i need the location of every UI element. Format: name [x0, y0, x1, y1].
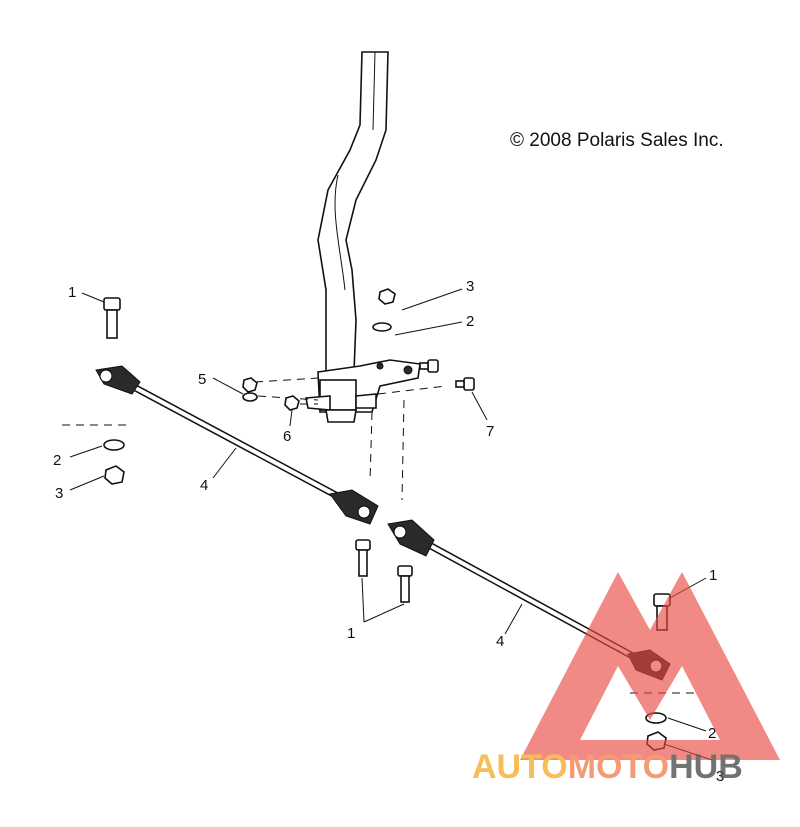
- callout-washer-top: 2: [466, 313, 474, 330]
- callout-tie-rod-left: 4: [200, 477, 208, 494]
- copyright-text: © 2008 Polaris Sales Inc.: [510, 130, 724, 151]
- nut-center: [284, 395, 300, 411]
- steering-post: [305, 51, 421, 423]
- bolt-left: [103, 297, 121, 339]
- assembly-line: [254, 377, 319, 383]
- callout-nut-center: 6: [283, 428, 291, 445]
- callout-tie-rod-right: 4: [496, 633, 504, 650]
- bolt-center-7-a: [419, 359, 439, 373]
- callout-washer-left: 2: [53, 452, 61, 469]
- callout-nut-top: 3: [466, 278, 474, 295]
- callout-bolt-center: 7: [486, 423, 494, 440]
- nut-center-left: [242, 377, 258, 393]
- washer-center: [242, 392, 258, 402]
- tie-rod-left: [95, 365, 379, 525]
- automotohub-watermark: AUTOMOTOHUB: [472, 572, 780, 786]
- watermark-auto: AUTO: [472, 748, 568, 786]
- watermark-hub: HUB: [669, 748, 743, 786]
- callout-washer-center: 5: [198, 371, 206, 388]
- callout-bolt-right: 1: [709, 567, 717, 584]
- nut-top: [378, 288, 396, 305]
- assembly-line: [377, 385, 447, 395]
- bolt-center-a: [355, 539, 371, 577]
- bolt-center-b: [397, 565, 413, 603]
- assembly-line: [369, 411, 373, 483]
- callout-bolts-center-bottom: 1: [347, 625, 355, 642]
- assembly-line: [401, 399, 405, 501]
- watermark-moto: MOTO: [568, 748, 669, 786]
- callout-nut-left: 3: [55, 485, 63, 502]
- washer-left: [103, 439, 125, 451]
- callout-nut-right: 3: [716, 768, 724, 785]
- bolt-center-7-b: [455, 377, 475, 391]
- watermark-triangle-icon: [520, 572, 780, 760]
- callout-washer-right: 2: [708, 725, 716, 742]
- callout-bolt-left: 1: [68, 284, 76, 301]
- svg-text:AUTOMOTOHUB: AUTOMOTOHUB: [472, 748, 743, 786]
- washer-top: [372, 322, 392, 332]
- nut-left: [104, 465, 125, 485]
